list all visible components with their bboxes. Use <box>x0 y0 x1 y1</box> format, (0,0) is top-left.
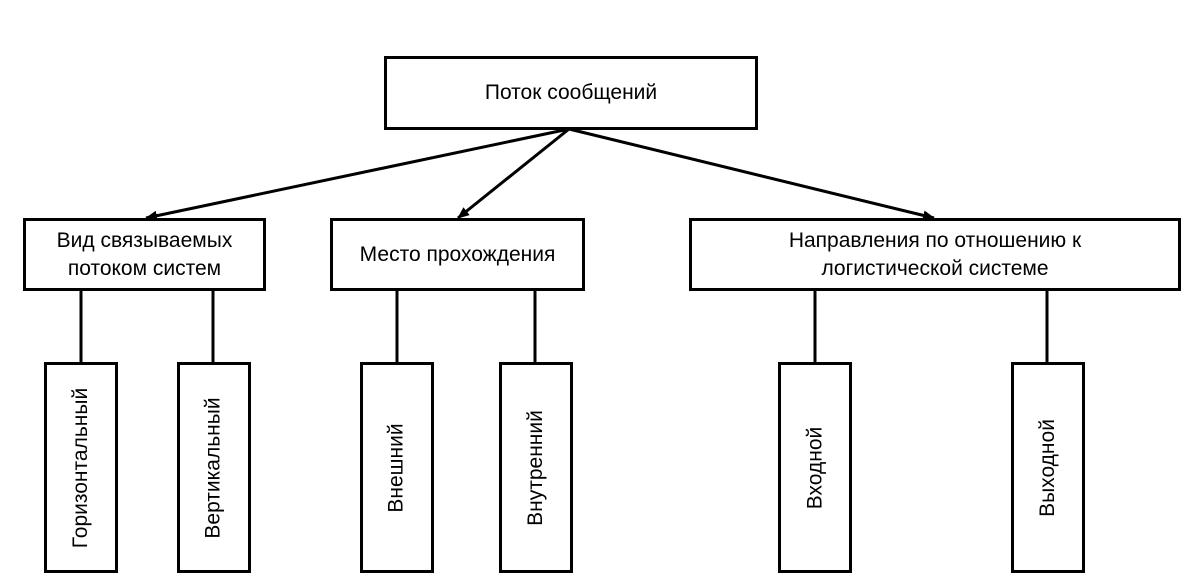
root-label: Поток сообщений <box>484 81 658 104</box>
root-node: Поток сообщений <box>384 56 758 130</box>
leaf-node-vertical: Вертикальный <box>177 362 251 573</box>
leaf-label: Вертикальный <box>202 396 226 539</box>
leaf-node-horizontal: Горизонтальный <box>44 362 118 573</box>
leaf-node-external: Внешний <box>360 362 434 573</box>
category-label: Вид связываемых потоком систем <box>56 228 233 280</box>
leaf-node-incoming: Входной <box>778 362 852 573</box>
arrow-root-to-category-3 <box>568 127 935 221</box>
leaf-node-internal: Внутренний <box>499 362 573 573</box>
leaf-label: Горизонтальный <box>69 387 92 548</box>
category-node-direction: Направления по отношению к логистической… <box>689 218 1181 291</box>
arrow-root-to-category-2 <box>457 127 570 220</box>
category-node-place: Место прохождения <box>330 218 585 291</box>
category-label: Место прохождения <box>359 242 556 266</box>
leaf-node-outgoing: Выходной <box>1011 362 1085 573</box>
leaf-label: Выходной <box>1036 418 1059 517</box>
category-node-system-type: Вид связываемых потоком систем <box>23 218 266 291</box>
leaf-label: Входной <box>803 426 827 509</box>
category-label: Направления по отношению к логистической… <box>788 228 1082 280</box>
leaf-label: Внешний <box>385 422 409 513</box>
leaf-label: Внутренний <box>524 409 547 526</box>
arrow-root-to-category-1 <box>145 127 570 221</box>
